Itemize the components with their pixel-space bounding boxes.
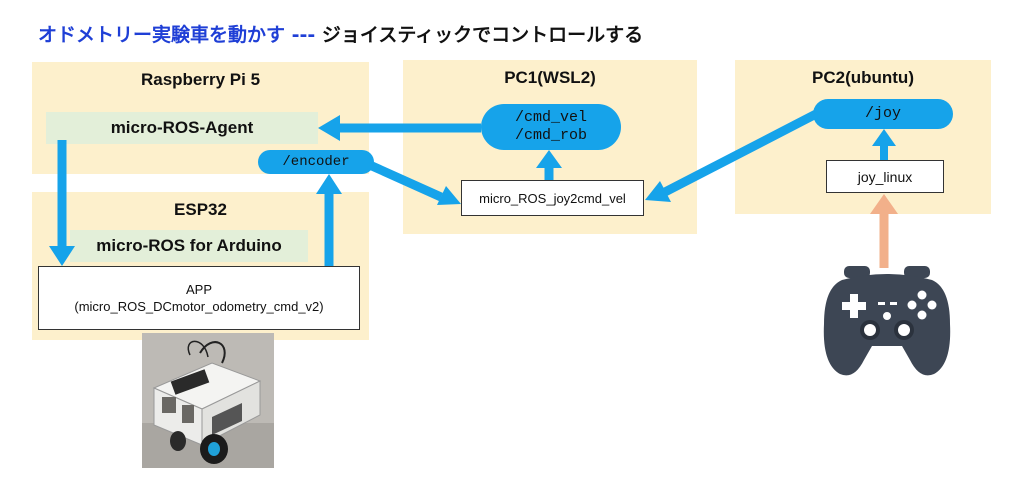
joy-topic: /joy	[813, 99, 953, 129]
gamepad-illustration	[823, 266, 951, 376]
title-part-black: ジョイスティックでコントロールする	[315, 24, 644, 46]
cmd-vel-label: /cmd_vel	[514, 109, 587, 126]
app-name: (micro_ROS_DCmotor_odometry_cmd_v2)	[74, 299, 324, 314]
joy-to-node-arrow	[645, 110, 819, 202]
micro-ros-agent-box: micro-ROS-Agent	[46, 112, 318, 144]
face-buttons-icon	[907, 290, 937, 320]
page-title: オドメトリー実験車を動かす --- ジョイスティックでコントロールする	[38, 20, 643, 47]
cmd-vel-topic: /cmd_vel /cmd_rob	[481, 104, 621, 150]
app-label: APP	[185, 282, 212, 297]
app-to-encoder-arrow	[316, 174, 342, 266]
micro-ros-arduino-box: micro-ROS for Arduino	[70, 230, 308, 262]
app-box: APP (micro_ROS_DCmotor_odometry_cmd_v2)	[38, 266, 360, 330]
esp32-title: ESP32	[174, 200, 227, 219]
agent-to-app-arrow	[49, 140, 75, 266]
node-to-cmd-arrow	[536, 150, 562, 180]
cmd-rob-label: /cmd_rob	[514, 127, 587, 144]
title-part-blue: オドメトリー実験車を動かす ---	[38, 24, 316, 46]
odometry-robot-photo	[142, 333, 274, 468]
cmd-to-agent-arrow	[318, 115, 481, 141]
pc2-title: PC2(ubuntu)	[812, 68, 914, 87]
raspberry-pi-title: Raspberry Pi 5	[140, 70, 261, 89]
joylinux-to-joy-arrow	[872, 129, 896, 160]
dpad-icon	[842, 294, 866, 318]
gamepad-to-joylinux-arrow	[870, 194, 898, 268]
encoder-to-node-arrow	[370, 161, 461, 205]
joy-linux-node: joy_linux	[826, 160, 944, 193]
joy2cmd-vel-node: micro_ROS_joy2cmd_vel	[461, 180, 644, 216]
pc1-title: PC1(WSL2)	[504, 68, 596, 87]
encoder-topic: /encoder	[258, 150, 374, 174]
